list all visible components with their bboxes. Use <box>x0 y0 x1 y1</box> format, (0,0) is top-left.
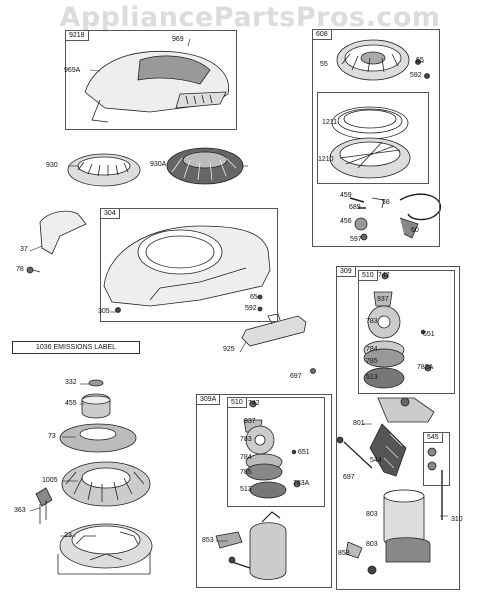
part-label-1211[interactable]: 1211 <box>322 119 338 126</box>
part-label-969a[interactable]: 969A <box>64 67 81 74</box>
part-label-332[interactable]: 332 <box>65 379 77 386</box>
part-label-65-b[interactable]: 65 <box>250 294 258 301</box>
group-tag-510-a: 510 <box>359 271 378 281</box>
group-box-309a: 309A <box>196 394 332 588</box>
screen-930-drawing <box>67 153 141 187</box>
part-label-305[interactable]: 305 <box>98 308 110 315</box>
part-label-697-a[interactable]: 697 <box>290 373 302 380</box>
part-label-801[interactable]: 801 <box>353 420 365 427</box>
part-label-363[interactable]: 363 <box>14 507 26 514</box>
part-label-783-b[interactable]: 783 <box>240 436 252 443</box>
part-label-459[interactable]: 459 <box>340 192 352 199</box>
part-label-513-b[interactable]: 513 <box>240 486 252 493</box>
flywheel-stack-drawing <box>35 379 153 575</box>
part-label-689[interactable]: 689 <box>349 204 361 211</box>
group-tag-304: 304 <box>101 209 120 219</box>
group-tag-608: 608 <box>313 30 332 40</box>
part-label-803-b[interactable]: 803 <box>366 541 378 548</box>
part-label-937-b[interactable]: 937 <box>244 418 256 425</box>
part-label-310[interactable]: 310 <box>451 516 463 523</box>
starter-309a-drawing <box>215 400 301 580</box>
group-box-510-b: 510 <box>227 397 325 507</box>
group-box-510-a: 510 <box>358 270 455 394</box>
group-box-1210 <box>317 92 429 184</box>
screw-697-drawing <box>310 368 316 374</box>
part-label-78[interactable]: 78 <box>16 266 24 273</box>
starter-gear-assembly-drawing <box>363 272 432 389</box>
watermark: AppliancePartsPros.com <box>59 2 441 33</box>
part-label-73[interactable]: 73 <box>48 433 56 440</box>
part-label-930a[interactable]: 930A <box>150 161 167 168</box>
part-label-592-a[interactable]: 592 <box>410 72 422 79</box>
part-label-60[interactable]: 60 <box>411 227 419 234</box>
part-label-785-b[interactable]: 785 <box>240 469 252 476</box>
emissions-label: 1036 EMISSIONS LABEL <box>12 341 140 354</box>
part-label-455[interactable]: 455 <box>65 400 77 407</box>
part-label-783a-a[interactable]: 783A <box>417 364 434 371</box>
part-label-55[interactable]: 55 <box>320 61 328 68</box>
part-label-742-b[interactable]: 742 <box>248 400 260 407</box>
part-label-925[interactable]: 925 <box>223 346 235 353</box>
part-label-853-b[interactable]: 853 <box>338 550 350 557</box>
part-label-784-b[interactable]: 784 <box>240 454 252 461</box>
rewind-starter-608-drawing <box>329 39 441 241</box>
part-label-969[interactable]: 969 <box>172 36 184 43</box>
part-label-783-a[interactable]: 783 <box>366 318 378 325</box>
group-box-309: 309 <box>336 266 460 590</box>
blower-housing-cover-drawing <box>84 50 229 123</box>
group-tag-9218: 9218 <box>66 31 89 41</box>
leader-lines <box>29 38 448 542</box>
group-box-545: 545 <box>423 432 450 486</box>
part-label-65-a[interactable]: 65 <box>416 57 424 64</box>
group-tag-545: 545 <box>424 433 443 443</box>
part-label-742-a[interactable]: 742 <box>378 272 390 279</box>
part-label-853-a[interactable]: 853 <box>202 537 214 544</box>
part-label-23[interactable]: 23 <box>64 532 72 539</box>
group-box-304: 304 <box>100 208 278 322</box>
handle-925-drawing <box>241 313 307 347</box>
part-label-803-a[interactable]: 803 <box>366 511 378 518</box>
group-box-608: 608 <box>312 29 440 247</box>
group-tag-309: 309 <box>337 267 356 277</box>
part-label-785-a[interactable]: 785 <box>366 358 378 365</box>
part-label-930[interactable]: 930 <box>46 162 58 169</box>
part-label-597[interactable]: 597 <box>350 236 362 243</box>
part-label-37[interactable]: 37 <box>20 246 28 253</box>
part-label-651-a[interactable]: 651 <box>423 331 435 338</box>
part-label-651-b[interactable]: 651 <box>298 449 310 456</box>
part-label-544[interactable]: 544 <box>370 457 382 464</box>
part-label-937-a[interactable]: 937 <box>377 296 389 303</box>
group-box-9218: 9218 <box>65 30 237 130</box>
part-label-592-b[interactable]: 592 <box>245 305 257 312</box>
air-guide-37-drawing <box>26 210 87 274</box>
blower-housing-304-drawing <box>103 225 271 313</box>
group-tag-510-b: 510 <box>228 398 247 408</box>
part-label-456[interactable]: 456 <box>340 218 352 225</box>
part-label-784-a[interactable]: 784 <box>366 346 378 353</box>
screen-930a-drawing <box>166 147 244 185</box>
part-label-783a-b[interactable]: 783A <box>293 480 310 487</box>
part-label-58[interactable]: 58 <box>382 199 390 206</box>
part-label-697-b[interactable]: 697 <box>343 474 355 481</box>
group-tag-309a: 309A <box>197 395 221 405</box>
part-label-513-a[interactable]: 513 <box>366 374 378 381</box>
starter-motor-drawing <box>336 397 443 575</box>
part-label-1005[interactable]: 1005 <box>42 477 58 484</box>
part-label-1210[interactable]: 1210 <box>318 156 334 163</box>
